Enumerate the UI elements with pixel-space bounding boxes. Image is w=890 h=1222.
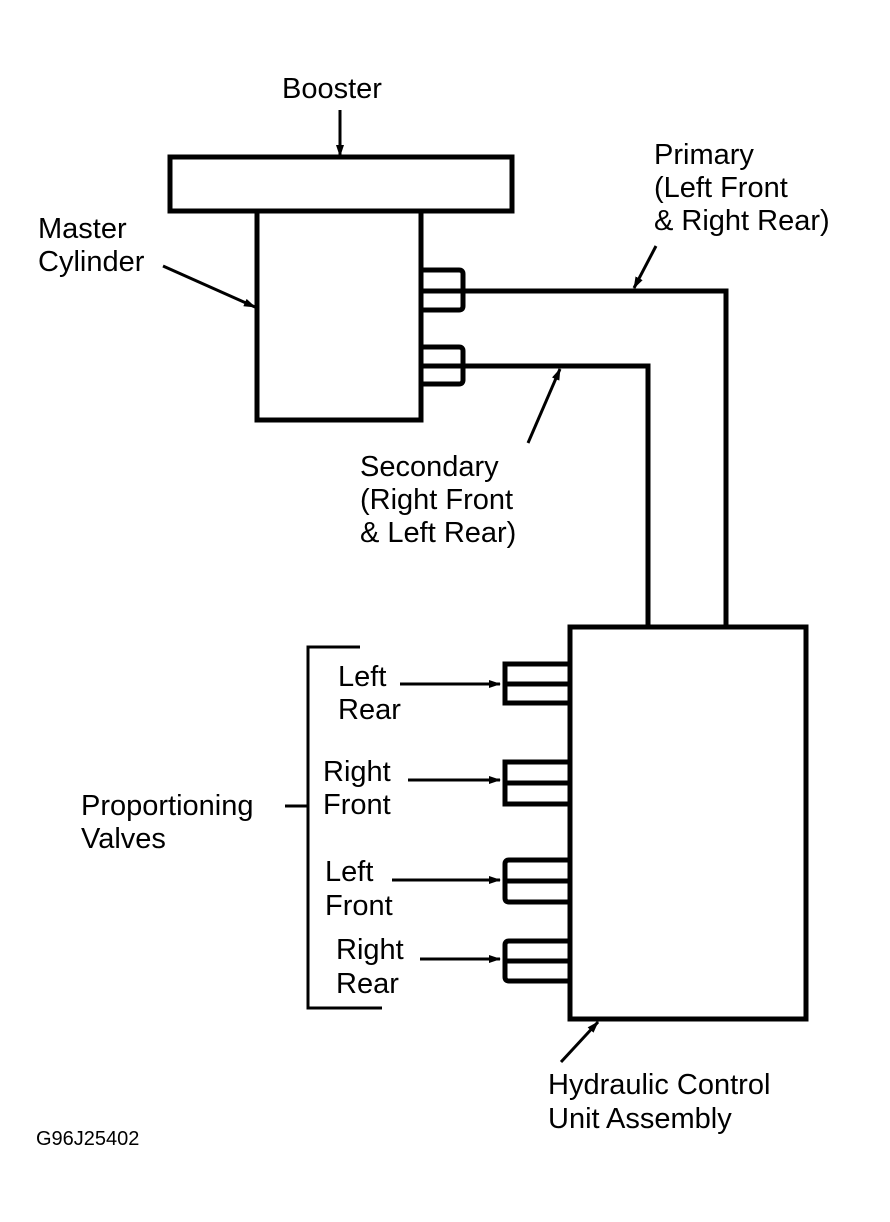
secondary-label-2: (Right Front — [360, 484, 513, 516]
figure-code: G96J25402 — [36, 1128, 139, 1150]
secondary-label-3: & Left Rear) — [360, 517, 516, 549]
secondary-brake-line — [421, 363, 651, 627]
hcu-label-2: Unit Assembly — [548, 1103, 732, 1135]
valve-left-rear — [502, 661, 570, 706]
booster-label: Booster — [282, 73, 382, 105]
secondary-arrow — [526, 368, 562, 444]
master-cylinder-body — [254, 208, 424, 423]
proportioning-valves-label-2: Valves — [81, 823, 166, 855]
primary-brake-line — [421, 288, 729, 627]
primary-arrow — [632, 245, 658, 289]
booster-body — [167, 154, 515, 214]
valve-label-left-rear-2: Rear — [338, 694, 401, 726]
master-cylinder-label-1: Master — [38, 213, 127, 245]
valve-label-right-rear-1: Right — [336, 934, 404, 966]
valve-label-right-front-1: Right — [323, 756, 391, 788]
hydraulic-control-unit-body — [567, 624, 809, 1022]
proportioning-valves-bracket — [306, 645, 382, 1010]
valve-label-left-rear-1: Left — [338, 661, 386, 693]
hcu-label-1: Hydraulic Control — [548, 1069, 770, 1101]
master-cylinder-label-2: Cylinder — [38, 246, 145, 278]
valve-left-front — [502, 857, 570, 905]
valve-label-right-rear-2: Rear — [336, 968, 399, 1000]
secondary-label-1: Secondary — [360, 451, 499, 483]
valve-label-right-front-2: Front — [323, 789, 391, 821]
proportioning-valves-label-1: Proportioning — [81, 790, 254, 822]
primary-label-1: Primary — [654, 139, 754, 171]
valve-label-left-front-1: Left — [325, 856, 373, 888]
valve-right-front — [502, 759, 570, 807]
primary-label-2: (Left Front — [654, 172, 788, 204]
primary-label-3: & Right Rear) — [654, 205, 830, 237]
master-cylinder-arrow — [162, 264, 256, 309]
valve-label-left-front-2: Front — [325, 890, 393, 922]
valve-right-rear — [502, 938, 570, 984]
hcu-arrow — [559, 1020, 600, 1064]
